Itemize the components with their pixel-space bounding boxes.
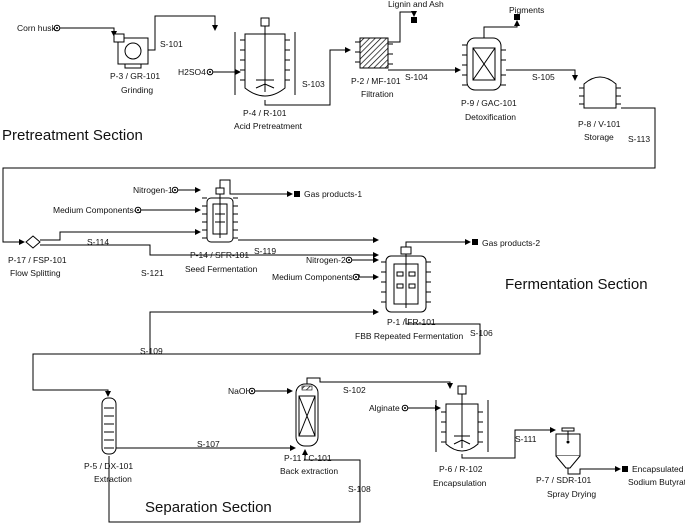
stream-gas1-label: Gas products-1 <box>304 189 362 199</box>
stream-alginate-label: Alginate <box>369 403 400 413</box>
filter-mf101-icon <box>355 37 393 69</box>
fr101-name-label: FBB Repeated Fermentation <box>355 331 463 341</box>
gac101-id-label: P-9 / GAC-101 <box>461 98 517 108</box>
gr101-id-label: P-3 / GR-101 <box>110 71 160 81</box>
fsp101-id-label: P-17 / FSP-101 <box>8 255 67 265</box>
feed-node-icon <box>53 24 61 32</box>
sdr101-name-label: Spray Drying <box>547 489 596 499</box>
stream-s119-label: S-119 <box>254 246 276 256</box>
stream-s111-label: S-111 <box>515 434 537 444</box>
stream-s103-line <box>264 47 351 106</box>
v101-name-label: Storage <box>584 132 614 142</box>
stream-s121-label: S-121 <box>141 268 164 278</box>
mf101-id-label: P-2 / MF-101 <box>351 76 401 86</box>
column-c101-icon <box>295 383 319 447</box>
fermentation-section-title: Fermentation Section <box>505 276 648 293</box>
stream-s106-line <box>149 309 481 355</box>
stream-s101-line <box>148 15 218 51</box>
fr101-id-label: P-1 / FR-101 <box>387 317 436 327</box>
r102-id-label: P-6 / R-102 <box>439 464 483 474</box>
stream-s113-label: S-113 <box>628 134 650 144</box>
stream-nitrogen1-label: Nitrogen-1 <box>133 185 173 195</box>
tank-v101-icon <box>579 76 621 109</box>
stream-lignin-line <box>388 11 417 43</box>
stream-s109-line <box>32 353 150 397</box>
r101-name-label: Acid Pretreatment <box>234 121 303 131</box>
splitter-fsp101-icon <box>25 235 41 249</box>
stream-product-label-1: Encapsulated <box>632 464 684 474</box>
stream-medium1-label: Medium Components-1 <box>53 205 142 215</box>
sfr101-id-label: P-14 / SFR-101 <box>190 250 249 260</box>
stream-s108-line <box>108 449 361 523</box>
stream-gas2-label: Gas products-2 <box>482 238 540 248</box>
stream-pigments-line <box>483 20 520 32</box>
feed-node-icon <box>134 206 142 214</box>
product-node-icon <box>622 466 628 472</box>
column-dx101-icon <box>101 397 117 455</box>
stream-product-label-2: Sodium Butyrate <box>628 477 685 487</box>
grinder-gr101-icon <box>113 33 149 69</box>
mf101-name-label: Filtration <box>361 89 394 99</box>
r101-id-label: P-4 / R-101 <box>243 108 287 118</box>
stream-s103-label: S-103 <box>302 79 325 89</box>
dx101-name-label: Extraction <box>94 474 132 484</box>
stream-s106-label: S-106 <box>470 328 493 338</box>
stream-medium2-label: Medium Components-2 <box>272 272 361 282</box>
feed-node-icon <box>352 273 360 281</box>
c101-name-label: Back extraction <box>280 466 338 476</box>
pretreatment-section-title: Pretreatment Section <box>2 127 143 144</box>
stream-s121-line <box>40 244 379 258</box>
stream-s102-label: S-102 <box>343 385 366 395</box>
stream-product-line <box>567 466 621 475</box>
product-node-icon <box>472 239 478 245</box>
stream-s105-label: S-105 <box>532 72 555 82</box>
stream-corn-husk-label: Corn husk <box>17 23 56 33</box>
feed-node-icon <box>401 404 409 412</box>
stream-h2so4-label: H2SO4 <box>178 67 206 77</box>
sdr101-id-label: P-7 / SDR-101 <box>536 475 592 485</box>
product-node-icon <box>411 17 417 23</box>
stream-s104-label: S-104 <box>405 72 428 82</box>
product-node-icon <box>294 191 300 197</box>
gac101-name-label: Detoxification <box>465 112 516 122</box>
stream-s111-line <box>461 427 556 459</box>
reactor-r101-icon <box>234 17 296 97</box>
feed-node-icon <box>248 387 256 395</box>
feed-node-icon <box>345 256 353 264</box>
separation-section-title: Separation Section <box>145 499 272 516</box>
stream-s102-line <box>306 377 453 389</box>
fsp101-name-label: Flow Splitting <box>10 268 61 278</box>
stream-pigments-label: Pigments <box>509 5 544 15</box>
stream-s113-line <box>2 107 656 245</box>
stream-gas1-line <box>219 179 293 197</box>
r102-name-label: Encapsulation <box>433 478 487 488</box>
spray-dryer-sdr101-icon <box>555 427 581 469</box>
v101-id-label: P-8 / V-101 <box>578 119 621 129</box>
product-node-icon <box>514 14 520 20</box>
stream-s114-line <box>40 229 201 241</box>
stream-s114-label: S-114 <box>87 237 109 247</box>
feed-node-icon <box>206 68 214 76</box>
feed-node-icon <box>171 186 179 194</box>
column-gac101-icon <box>462 32 506 91</box>
stream-lignin-label: Lignin and Ash <box>388 0 444 9</box>
fermenter-fr101-icon <box>381 246 431 313</box>
c101-id-label: P-11 / C-101 <box>284 453 332 463</box>
stream-corn-husk-line <box>60 27 117 37</box>
stream-s107-label: S-107 <box>197 439 220 449</box>
stream-s105-line <box>506 69 578 81</box>
stream-naoh-label: NaOH <box>228 386 252 396</box>
stream-s108-label: S-108 <box>348 484 371 494</box>
stream-gas2-line <box>405 239 471 247</box>
stream-s109-label: S-109 <box>140 346 163 356</box>
gr101-name-label: Grinding <box>121 85 153 95</box>
reactor-r102-icon <box>435 385 489 452</box>
stream-s101-label: S-101 <box>160 39 183 49</box>
sfr101-name-label: Seed Fermentation <box>185 264 258 274</box>
fermenter-sfr101-icon <box>202 187 238 243</box>
stream-nitrogen2-label: Nitrogen-2 <box>306 255 346 265</box>
